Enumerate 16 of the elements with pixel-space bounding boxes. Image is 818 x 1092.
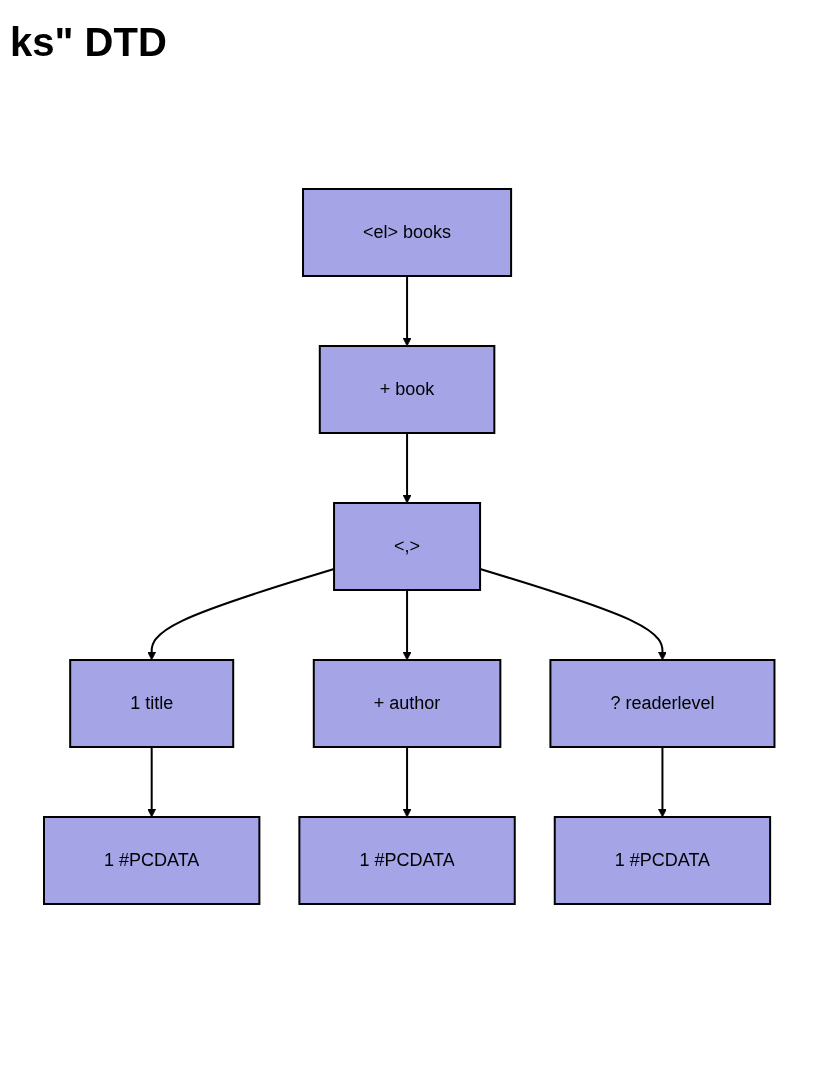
diagram-title: ks" DTD [10, 20, 167, 65]
node-box: 1 #PCDATA [42, 815, 261, 905]
arrow [402, 431, 412, 503]
node-box: 1 #PCDATA [298, 815, 516, 905]
arrow [657, 745, 667, 817]
node-box: + author [312, 658, 502, 748]
node-box: <el> books [301, 187, 512, 277]
arrow [402, 745, 412, 817]
node-box: 1 #PCDATA [553, 815, 771, 905]
arrow [147, 745, 156, 817]
node-box: <,> [332, 501, 481, 591]
arrow [402, 274, 412, 346]
node-box: + book [318, 344, 496, 434]
node-box: ? readerlevel [549, 658, 776, 748]
node-box: 1 title [68, 658, 234, 748]
arrow [402, 588, 412, 660]
